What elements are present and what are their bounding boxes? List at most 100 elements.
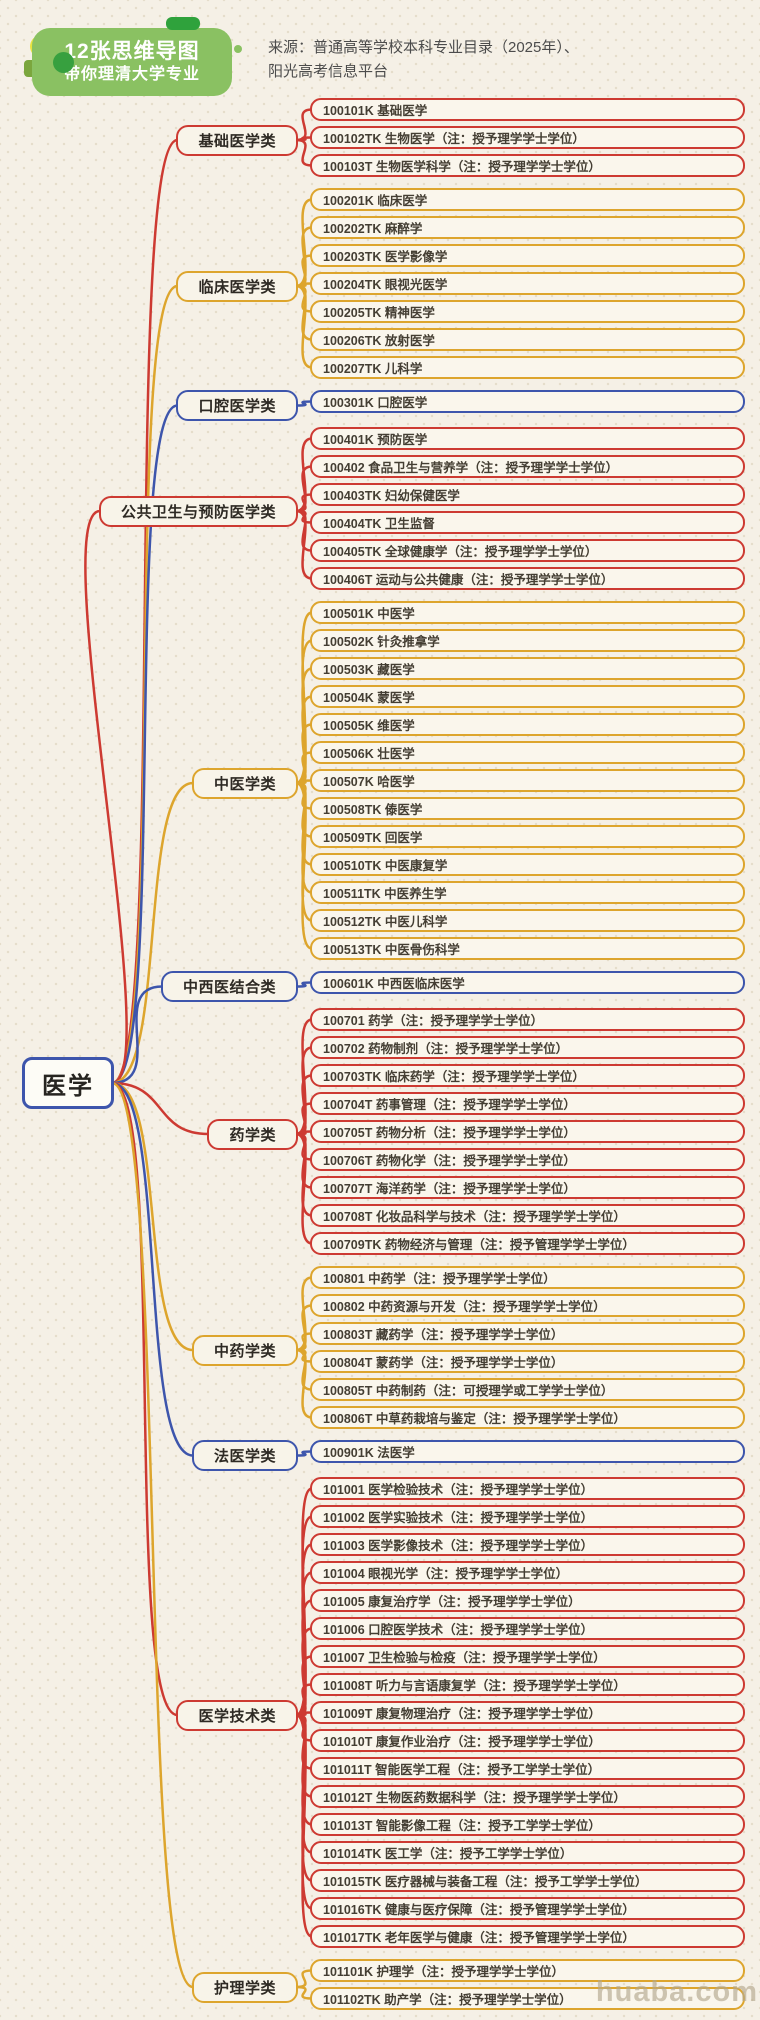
leaf-node: 100703TK 临床药学（注：授予理学学士学位）	[310, 1064, 745, 1087]
leaf-list: 100501K 中医学 100502K 针灸推拿学 100503K 藏医学 10050…	[310, 601, 745, 965]
branch-cell: 口腔医学类	[0, 390, 310, 421]
leaf-node: 101004 眼视光学（注：授予理学学士学位）	[310, 1561, 745, 1584]
leaf-node: 100101K 基础医学	[310, 98, 745, 121]
leaf-node: 100401K 预防医学	[310, 427, 745, 450]
leaf-node: 100601K 中西医临床医学	[310, 971, 745, 994]
branch-node: 医学技术类	[176, 1699, 298, 1731]
leaf-node: 101012T 生物医药数据科学（注：授予理学学士学位）	[310, 1785, 745, 1808]
leaf-node: 100704T 药事管理（注：授予理学学士学位）	[310, 1092, 745, 1115]
leaf-node: 100901K 法医学	[310, 1440, 745, 1463]
watermark: huaba.com	[595, 1976, 758, 2008]
leaf-node: 101006 口腔医学技术（注：授予理学学士学位）	[310, 1617, 745, 1640]
leaf-list: 100601K 中西医临床医学	[310, 971, 745, 1002]
leaf-node: 101005 康复治疗学（注：授予理学学士学位）	[310, 1589, 745, 1612]
leaf-node: 101007 卫生检验与检疫（注：授予理学学士学位）	[310, 1645, 745, 1668]
decor-green-dot-icon	[234, 45, 242, 53]
leaf-node: 100102TK 生物医学（注：授予理学学士学位）	[310, 126, 745, 149]
leaf-node: 100804T 蒙药学（注：授予理学学士学位）	[310, 1350, 745, 1373]
leaf-node: 100206TK 放射医学	[310, 328, 745, 351]
branch-node: 中药学类	[191, 1334, 298, 1366]
badge-title-line1: 12张思维导图	[64, 39, 200, 63]
branch-section: 护理学类 101101K 护理学（注：授予理学学士学位） 101102TK 助产学（…	[0, 1959, 760, 2015]
leaf-node: 101015TK 医疗器械与装备工程（注：授予工学学士学位）	[310, 1869, 745, 1892]
leaf-node: 100801 中药学（注：授予理学学士学位）	[310, 1266, 745, 1289]
leaf-node: 101008T 听力与言语康复学（注：授予理学学士学位）	[310, 1673, 745, 1696]
branch-section: 公共卫生与预防医学类 100401K 预防医学 100402 食品卫生与营养学（注：…	[0, 427, 760, 595]
leaf-node: 100702 药物制剂（注：授予理学学士学位）	[310, 1036, 745, 1059]
leaf-list: 100701 药学（注：授予理学学士学位）100702 药物制剂（注：授予理学学…	[310, 1008, 745, 1260]
branch-node: 药学类	[207, 1118, 298, 1150]
leaf-node: 100403TK 妇幼保健医学	[310, 483, 745, 506]
leaf-list: 100901K 法医学	[310, 1440, 745, 1471]
leaf-node: 101003 医学影像技术（注：授予理学学士学位）	[310, 1533, 745, 1556]
leaf-node: 100404TK 卫生监督	[310, 511, 745, 534]
leaf-node: 101101K 护理学（注：授予理学学士学位）	[310, 1959, 745, 1982]
source-text: 来源：普通高等学校本科专业目录（2025年）、 阳光高考信息平台	[268, 36, 738, 84]
branch-cell: 临床医学类	[0, 188, 310, 384]
leaf-node: 101009T 康复物理治疗（注：授予理学学士学位）	[310, 1701, 745, 1724]
branch-node: 口腔医学类	[176, 390, 298, 421]
leaf-node: 100512TK 中医儿科学	[310, 909, 745, 932]
leaf-node: 100803T 藏药学（注：授予理学学士学位）	[310, 1322, 745, 1345]
leaf-node: 100405TK 全球健康学（注：授予理学学士学位）	[310, 539, 745, 562]
leaf-node: 101017TK 老年医学与健康（注：授予管理学学士学位）	[310, 1925, 745, 1948]
leaf-node: 101016TK 健康与医疗保障（注：授予管理学学士学位）	[310, 1897, 745, 1920]
branch-node: 法医学类	[191, 1440, 298, 1471]
branch-section: 中药学类 100801 中药学（注：授予理学学士学位） 100802 中药资源与开发…	[0, 1266, 760, 1434]
branch-node: 护理学类	[191, 1971, 298, 2003]
source-line1: 来源：普通高等学校本科专业目录（2025年）、	[268, 39, 579, 56]
leaf-node: 100507K 哈医学	[310, 769, 745, 792]
leaf-node: 100207TK 儿科学	[310, 356, 745, 379]
leaf-node: 100402 食品卫生与营养学（注：授予理学学士学位）	[310, 455, 745, 478]
leaf-node: 100502K 针灸推拿学	[310, 629, 745, 652]
branch-node: 临床医学类	[176, 270, 298, 302]
leaf-node: 100203TK 医学影像学	[310, 244, 745, 267]
leaf-node: 100707T 海洋药学（注：授予理学学士学位）	[310, 1176, 745, 1199]
branch-section: 基础医学类 100101K 基础医学 100102TK 生物医学（注：授予理学学士学…	[0, 98, 760, 182]
branch-node: 基础医学类	[176, 124, 298, 156]
branch-cell: 护理学类	[0, 1959, 310, 2015]
branch-section: 法医学类 100901K 法医学	[0, 1440, 760, 1471]
branch-cell: 基础医学类	[0, 98, 310, 182]
leaf-node: 101102TK 助产学（注：授予理学学士学位）	[310, 1987, 745, 2010]
leaf-node: 101001 医学检验技术（注：授予理学学士学位）	[310, 1477, 745, 1500]
branch-cell: 医学技术类	[0, 1477, 310, 1953]
leaf-node: 100511TK 中医养生学	[310, 881, 745, 904]
decor-green-pill-icon	[166, 17, 200, 30]
badge-title-line2: 带你理清大学专业	[63, 66, 200, 84]
leaf-node: 100504K 蒙医学	[310, 685, 745, 708]
leaf-node: 100509TK 回医学	[310, 825, 745, 848]
branch-node: 中医学类	[191, 767, 298, 799]
leaf-node: 100510TK 中医康复学	[310, 853, 745, 876]
leaf-node: 101014TK 医工学（注：授予工学学士学位）	[310, 1841, 745, 1864]
leaf-node: 100503K 藏医学	[310, 657, 745, 680]
leaf-node: 100805T 中药制药（注：可授理学或工学学士学位）	[310, 1378, 745, 1401]
leaf-node: 100513TK 中医骨伤科学	[310, 937, 745, 960]
leaf-node: 100301K 口腔医学	[310, 390, 745, 413]
leaf-list: 101101K 护理学（注：授予理学学士学位） 101102TK 助产学（注：授予…	[310, 1959, 745, 2015]
leaf-node: 100202TK 麻醉学	[310, 216, 745, 239]
branch-node: 中西医结合类	[160, 971, 298, 1002]
branch-section: 口腔医学类 100301K 口腔医学	[0, 390, 760, 421]
leaf-node: 100103T 生物医学科学（注：授予理学学士学位）	[310, 154, 745, 177]
leaf-node: 100204TK 眼视光医学	[310, 272, 745, 295]
leaf-node: 100802 中药资源与开发（注：授予理学学士学位）	[310, 1294, 745, 1317]
leaf-node: 100505K 维医学	[310, 713, 745, 736]
branch-node: 公共卫生与预防医学类	[98, 495, 298, 527]
leaf-list: 100401K 预防医学 100402 食品卫生与营养学（注：授予理学学士学位） 1…	[310, 427, 745, 595]
leaf-node: 100806T 中草药栽培与鉴定（注：授予理学学士学位）	[310, 1406, 745, 1429]
leaf-node: 100709TK 药物经济与管理（注：授予管理学学士学位）	[310, 1232, 745, 1255]
leaf-list: 100801 中药学（注：授予理学学士学位） 100802 中药资源与开发（注：授…	[310, 1266, 745, 1434]
leaf-list: 100301K 口腔医学	[310, 390, 745, 421]
leaf-node: 100501K 中医学	[310, 601, 745, 624]
leaf-node: 101013T 智能影像工程（注：授予工学学士学位）	[310, 1813, 745, 1836]
branch-cell: 中西医结合类	[0, 971, 310, 1002]
source-line2: 阳光高考信息平台	[268, 63, 389, 80]
leaf-node: 100708T 化妆品科学与技术（注：授予理学学士学位）	[310, 1204, 745, 1227]
leaf-node: 100406T 运动与公共健康（注：授予理学学士学位）	[310, 567, 745, 590]
branch-cell: 中药学类	[0, 1266, 310, 1434]
leaf-node: 100705T 药物分析（注：授予理学学士学位）	[310, 1120, 745, 1143]
